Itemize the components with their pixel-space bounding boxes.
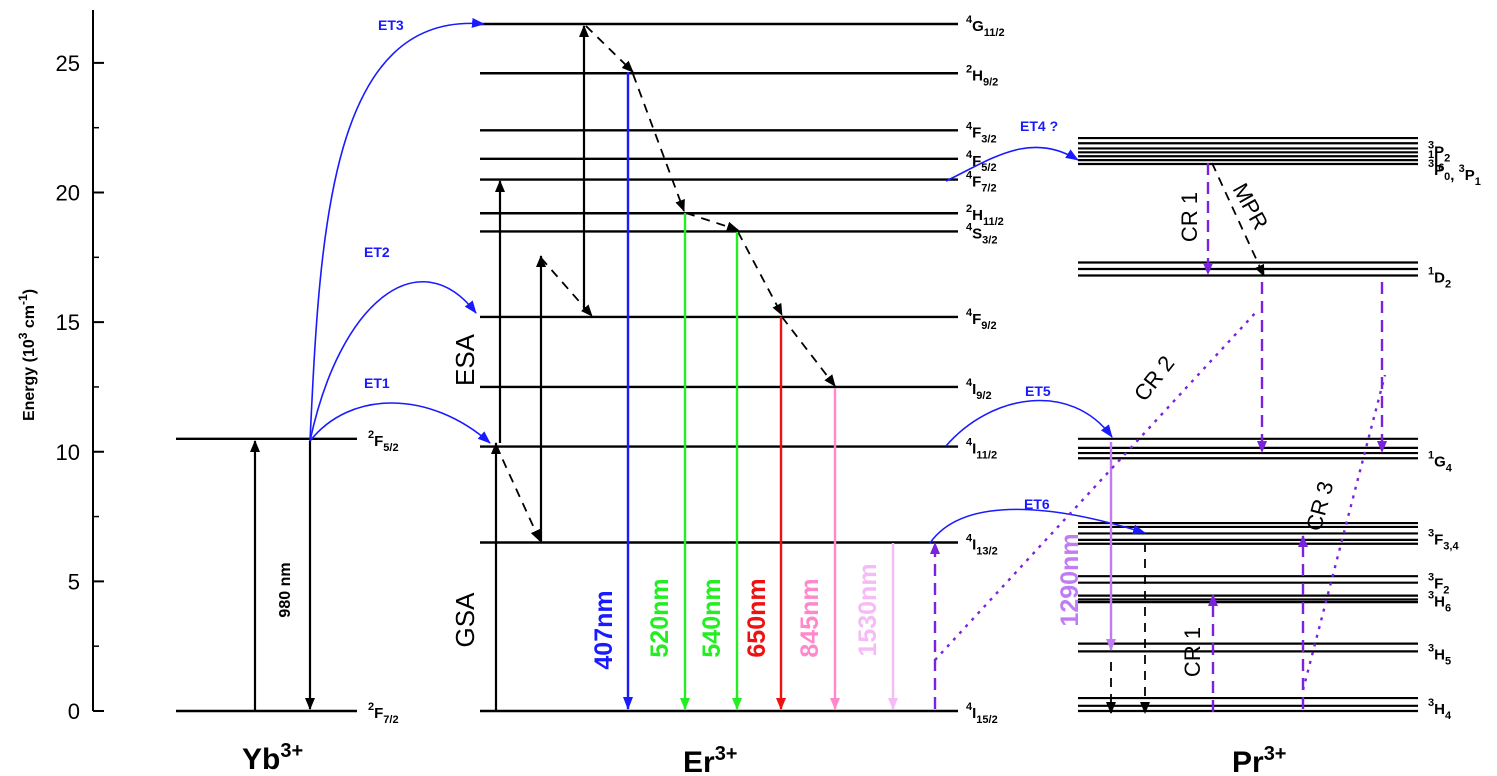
mpr-arrow xyxy=(1211,162,1265,277)
et2-label: ET2 xyxy=(364,244,390,260)
pr-level-label: 1I6 xyxy=(1428,149,1444,174)
emission-540-label: 540nm xyxy=(698,578,726,657)
energy-transfer-labels: ET1 ET2 ET3 ET4 ? ET5 ET6 xyxy=(364,17,1058,512)
yb-transitions: 980 nm xyxy=(250,440,315,711)
relax-2h92-to-2h112 xyxy=(632,73,685,212)
emission-650-label: 650nm xyxy=(743,578,771,657)
y-axis: 0 5 10 15 20 25 Energy (103 cm-1) xyxy=(16,10,104,724)
relax-2h112-to-4s32 xyxy=(685,212,739,232)
cr2-label: CR 2 xyxy=(1129,351,1180,406)
er-emissions xyxy=(623,72,898,710)
et5-label: ET5 xyxy=(1025,383,1051,399)
er-level-label: 4S3/2 xyxy=(966,221,997,246)
et2-curve xyxy=(309,281,477,442)
et6-curve xyxy=(929,508,1146,544)
et3-label: ET3 xyxy=(378,17,404,33)
pr-level-label: 3F2 xyxy=(1428,571,1449,596)
er-level-label: 4I13/2 xyxy=(966,532,998,557)
y-axis-label: Energy (103 cm-1) xyxy=(16,289,38,421)
er-level-label: 2H11/2 xyxy=(966,203,1004,228)
cr2-dotted-line xyxy=(934,309,1259,661)
cr3-dotted-line xyxy=(1301,374,1387,691)
er-level-label: 4I11/2 xyxy=(966,437,997,462)
pr-processes xyxy=(930,162,1387,714)
er-level-label: 4F9/2 xyxy=(966,307,997,332)
yb-level-label: 2F5/2 xyxy=(368,429,399,454)
et4-label: ET4 ? xyxy=(1020,118,1058,134)
emission-1290-label: 1290nm xyxy=(1056,533,1084,626)
cr3-label: CR 3 xyxy=(1301,479,1338,534)
pump-wavelength-label: 980 nm xyxy=(277,562,294,617)
y-tick-label: 15 xyxy=(56,310,80,335)
y-tick-label: 0 xyxy=(68,699,80,724)
yb-levels: 2F5/2 2F7/2 xyxy=(176,429,399,726)
relax-4f92-to-4i92 xyxy=(781,316,836,387)
emission-845-label: 845nm xyxy=(796,578,824,657)
esa-label: ESA xyxy=(450,333,480,386)
y-axis-ticks: 0 5 10 15 20 25 xyxy=(56,51,104,724)
ion-titles: Yb3+ Er3+ Pr3+ xyxy=(242,740,1287,776)
energy-transfers xyxy=(309,17,1146,544)
y-tick-label: 10 xyxy=(56,440,80,465)
er-level-label: 4F3/2 xyxy=(966,120,997,145)
pr-level-label: 3P0, 3P1 xyxy=(1428,158,1481,188)
er-absorption xyxy=(491,25,589,711)
pr-level-label: 1D2 xyxy=(1428,265,1451,290)
pr-level-label: 3F3,4 xyxy=(1428,527,1459,552)
pr-level-label: 3H4 xyxy=(1428,697,1452,722)
er-level-label: 4F7/2 xyxy=(966,170,997,195)
et5-curve xyxy=(945,399,1113,447)
relax-4i112-to-4i132 xyxy=(495,444,541,542)
pr-level-label: 3P2 xyxy=(1428,140,1450,165)
er-emission-labels: 407nm 520nm 540nm 650nm 845nm 1530nm xyxy=(590,563,882,669)
et1-curve xyxy=(309,402,491,444)
pr-level-label: 3H6 xyxy=(1428,590,1451,615)
et6-label: ET6 xyxy=(1024,496,1050,512)
yb-level-label: 2F7/2 xyxy=(368,701,399,726)
er-level-label: 4I15/2 xyxy=(966,701,998,726)
et3-curve xyxy=(309,17,485,442)
y-tick-label: 25 xyxy=(56,51,80,76)
cr1-bottom-label: CR 1 xyxy=(1180,627,1205,677)
emission-520-label: 520nm xyxy=(646,578,674,657)
mpr-label: MPR xyxy=(1228,179,1274,234)
pr-level-label: 1G4 xyxy=(1428,450,1453,475)
er-level-label: 4I9/2 xyxy=(966,377,992,402)
relax-4g112-to-2h92 xyxy=(585,25,634,73)
emission-1530-label: 1530nm xyxy=(854,563,882,656)
er-level-label: 4F5/2 xyxy=(966,149,997,174)
er-nonradiative xyxy=(495,25,836,542)
y-tick-label: 20 xyxy=(56,181,80,206)
pr-title: Pr3+ xyxy=(1232,743,1287,776)
gsa-label: GSA xyxy=(450,592,480,648)
cr1-top-label: CR 1 xyxy=(1177,192,1202,242)
emission-407-label: 407nm xyxy=(590,590,618,669)
y-tick-label: 5 xyxy=(68,569,80,594)
et1-label: ET1 xyxy=(364,375,390,391)
et4-curve xyxy=(945,146,1079,182)
relax-2h92-level-to-4f92 xyxy=(540,257,593,317)
pr-level-label: 3H5 xyxy=(1428,643,1451,668)
er-level-label: 2H9/2 xyxy=(966,63,998,88)
er-level-label: 4G11/2 xyxy=(966,14,1005,39)
relax-4s32-to-4f92 xyxy=(737,231,783,316)
yb-title: Yb3+ xyxy=(242,740,303,776)
er-title: Er3+ xyxy=(683,743,738,776)
